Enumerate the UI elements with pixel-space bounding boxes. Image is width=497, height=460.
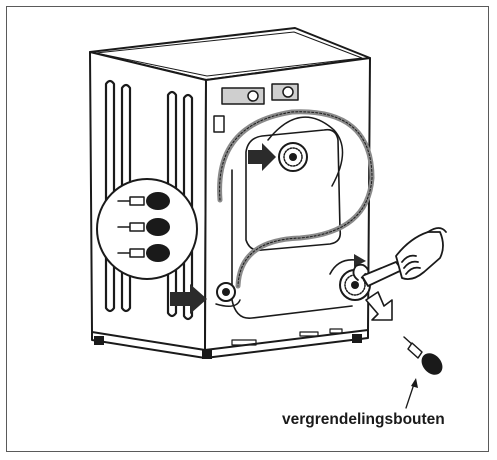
removed-transit-bolt-icon: [404, 337, 447, 379]
arrow-down-right-icon: [366, 292, 392, 320]
bolt-callout: [97, 179, 197, 279]
leader-arrow: [406, 378, 418, 408]
caption-label: vergrendelingsbouten: [282, 411, 482, 429]
